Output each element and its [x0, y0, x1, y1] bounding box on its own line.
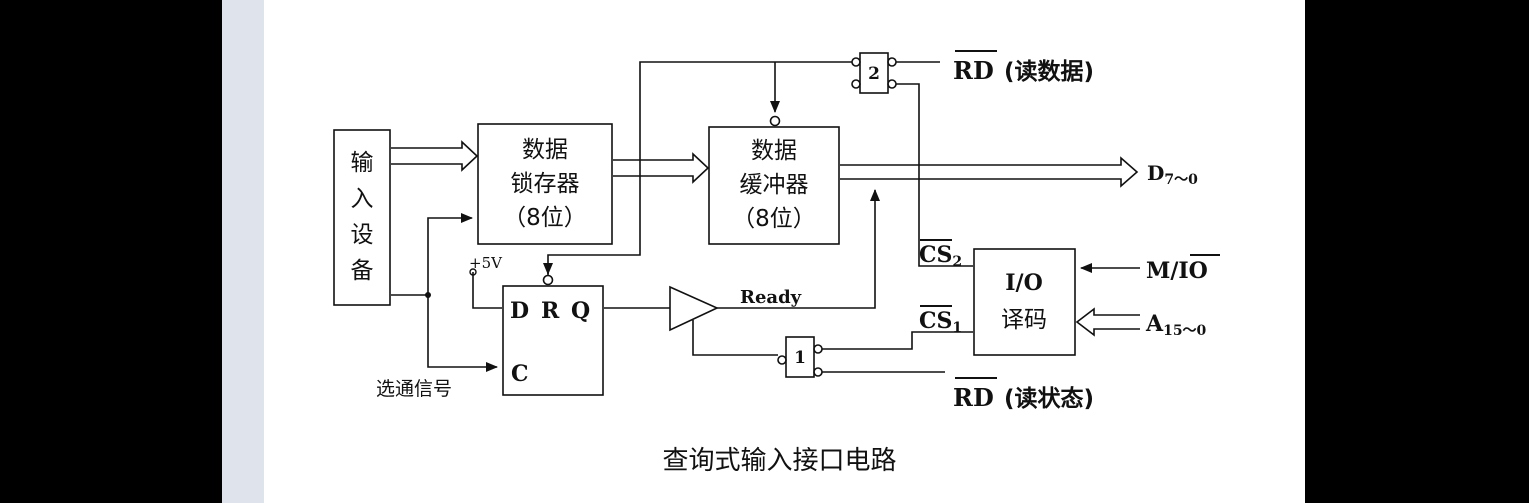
latch-label-2: 锁存器	[511, 171, 580, 197]
gate-1-inv-out-bottom	[813, 367, 823, 377]
buffer-label-2: 缓冲器	[740, 172, 809, 198]
flipflop-box	[502, 285, 604, 396]
gate-1-label: 1	[794, 348, 806, 368]
wire-ready	[717, 189, 880, 309]
wire-strobe-to-c	[427, 295, 498, 372]
gate-2-inv-in-bottom	[851, 79, 861, 89]
ff-r-label: R	[541, 298, 560, 324]
gate-2-inv-out-bottom	[887, 79, 897, 89]
latch-box	[477, 123, 613, 245]
diagram-caption: 查询式输入接口电路	[662, 446, 897, 476]
wire-cs2	[896, 83, 973, 267]
cs2-label: CS2	[919, 242, 962, 270]
bus-buffer-to-d	[840, 156, 1139, 188]
buffer-label-3: （8位）	[732, 206, 816, 232]
input-device-char-2: 入	[351, 186, 374, 212]
bus-latch-to-buffer	[613, 152, 710, 184]
input-device-box	[333, 129, 391, 306]
wire-strobe-to-latch	[427, 213, 473, 295]
ff-c-label: C	[511, 361, 529, 387]
junction-dot	[425, 292, 431, 298]
gate-1	[785, 336, 815, 378]
wire-5v-to-d	[472, 272, 502, 309]
ff-q-label: Q	[571, 298, 590, 324]
input-device-char-3: 设	[351, 222, 374, 248]
mio-label: M/IO	[1146, 258, 1208, 284]
plus5v-terminal	[469, 268, 477, 276]
cs1-label: CS1	[919, 308, 962, 336]
buffer-label-1: 数据	[751, 138, 797, 164]
latch-label-1: 数据	[522, 137, 568, 163]
gate-2-label: 2	[868, 64, 880, 84]
input-device-char-4: 备	[351, 258, 374, 284]
wire-gate1-to-buffer	[692, 320, 778, 356]
gate-1-inv-in	[777, 355, 787, 365]
rd-top-signal: RD	[953, 56, 994, 85]
d-bus-label: D7～0	[1147, 161, 1198, 188]
rd-bottom-signal: RD	[953, 383, 994, 412]
buffer-box	[708, 126, 840, 245]
input-device-char-1: 输	[351, 150, 374, 176]
ff-d-label: D	[510, 298, 529, 324]
r-inv-bubble	[542, 274, 554, 286]
buffer-enable-bubble	[769, 115, 781, 127]
decoder-label-1: I/O	[1005, 270, 1043, 296]
rd-top-note: (读数据)	[1004, 59, 1094, 85]
gate-2-inv-in-top	[851, 57, 861, 67]
bus-input-to-latch	[391, 140, 479, 172]
decoder-label-2: 译码	[1001, 307, 1047, 333]
slide-left-band	[222, 0, 264, 503]
latch-label-3: （8位）	[503, 205, 587, 231]
plus5v-label: +5V	[469, 254, 503, 272]
addr-label: A15～0	[1145, 311, 1207, 339]
wire-gate2-to-r	[547, 61, 852, 275]
strobe-label: 选通信号	[376, 378, 452, 400]
decoder-box	[973, 248, 1076, 356]
rd-bottom-note: (读状态)	[1004, 385, 1094, 412]
slide	[264, 0, 1305, 503]
gate-2	[859, 52, 889, 94]
gate-1-inv-out-top	[813, 344, 823, 354]
bus-addr-to-decoder	[1075, 307, 1140, 337]
wire-cs1	[822, 331, 973, 350]
gate-2-inv-out-top	[887, 57, 897, 67]
ready-label: Ready	[740, 287, 802, 308]
